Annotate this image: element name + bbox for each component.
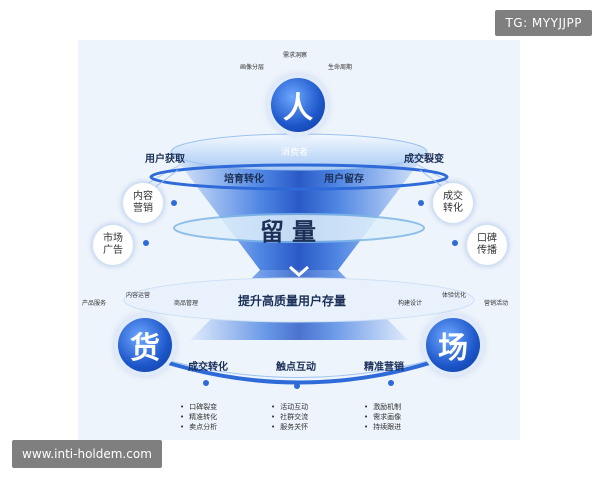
tag-content-ops: 内容运营 <box>126 292 151 299</box>
tag-lifecycle: 生命周期 <box>328 64 353 71</box>
dot-left-upper <box>171 200 177 206</box>
consumer-label: 消费者 <box>281 148 309 158</box>
tag-product-service: 产品服务 <box>82 300 107 307</box>
nurture-convert-label: 培育转化 <box>224 174 264 185</box>
list-item: 口碑裂变 <box>180 402 217 412</box>
bubble-content-marketing: 内容营销 <box>122 182 164 224</box>
funnel-graphic <box>117 133 481 385</box>
list-item: 服务关怀 <box>271 422 308 432</box>
list-item: 活动互动 <box>271 402 308 412</box>
diagram-canvas: 人 画像分层 需求洞察 生命周期 消费者 用户获取 成交裂变 培育转化 用户留存… <box>78 40 520 440</box>
tag-build-design: 构建设计 <box>398 300 423 307</box>
user-retain-label: 用户留存 <box>324 174 364 185</box>
list-item: 精准转化 <box>180 412 217 422</box>
person-circle: 人 <box>271 78 325 132</box>
bottom-item-2: 触点互动 <box>276 362 316 373</box>
dot-right-lower <box>452 240 458 246</box>
user-acquire-label: 用户获取 <box>145 154 185 165</box>
bubble-word-of-mouth: 口碑传播 <box>466 224 508 266</box>
tag-goods-mgmt: 商品管理 <box>174 300 199 307</box>
tag-insight: 需求洞察 <box>283 52 308 59</box>
tag-layering: 画像分层 <box>240 64 265 71</box>
tag-experience: 体验优化 <box>442 292 467 299</box>
dot-bottom-1 <box>203 380 209 386</box>
bubble-market-ads: 市场广告 <box>92 224 134 266</box>
bottom-item-1: 成交转化 <box>188 362 228 373</box>
dot-left-lower <box>143 240 149 246</box>
list-2: 活动互动 社群交流 服务关怀 <box>271 402 308 432</box>
list-1: 口碑裂变 精准转化 卖点分析 <box>180 402 217 432</box>
list-item: 需求画像 <box>364 412 401 422</box>
goods-circle: 货 <box>118 318 172 372</box>
retention-label: 留量 <box>260 218 324 246</box>
bottom-item-3: 精准营销 <box>364 362 404 373</box>
list-item: 持续跟进 <box>364 422 401 432</box>
tag-marketing-event: 营销活动 <box>484 300 509 307</box>
bottom-title: 提升高质量用户存量 <box>238 294 347 308</box>
dot-bottom-2 <box>294 383 300 389</box>
list-3: 激励机制 需求画像 持续跟进 <box>364 402 401 432</box>
deal-fission-label: 成交裂变 <box>404 154 444 165</box>
scene-circle: 场 <box>426 318 480 372</box>
list-item: 社群交流 <box>271 412 308 422</box>
watermark-top: TG: MYYJJPP <box>495 10 592 36</box>
bubble-deal-convert: 成交转化 <box>432 182 474 224</box>
dot-right-upper <box>418 200 424 206</box>
list-item: 激励机制 <box>364 402 401 412</box>
watermark-bottom: www.inti-holdem.com <box>12 440 162 468</box>
list-item: 卖点分析 <box>180 422 217 432</box>
dot-bottom-3 <box>388 380 394 386</box>
